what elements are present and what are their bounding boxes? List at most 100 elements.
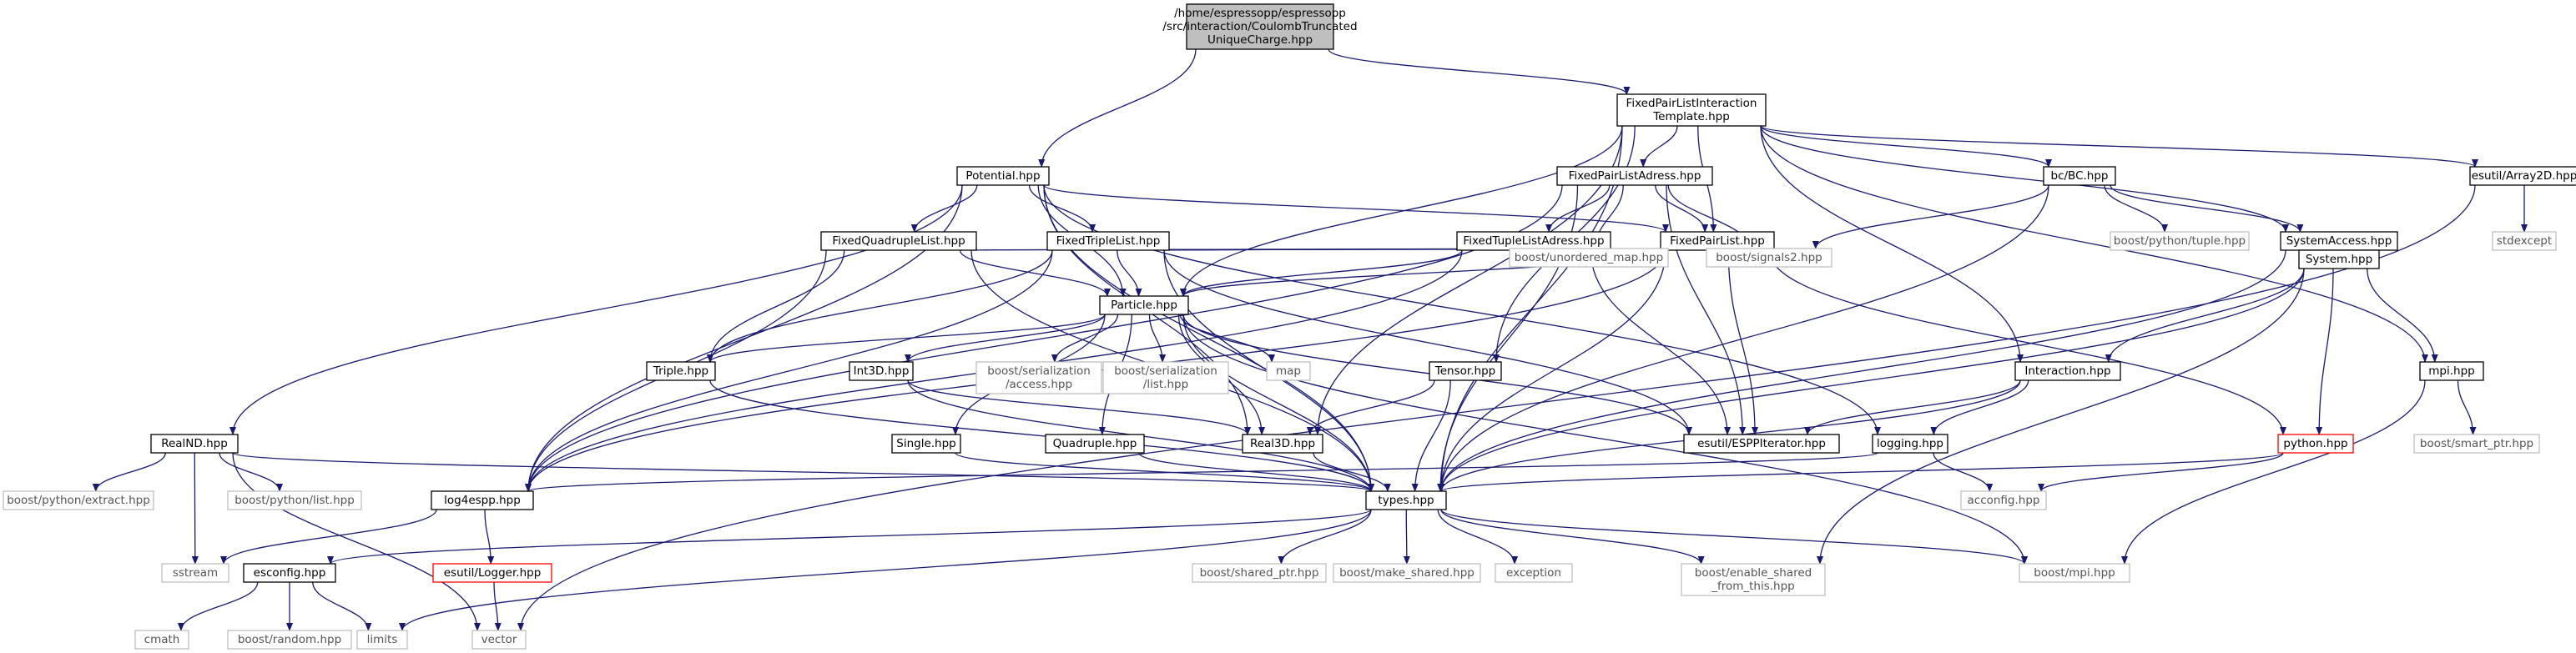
node-sysaccess[interactable]: SystemAccess.hpp	[2280, 231, 2398, 251]
node-triple-box	[646, 361, 716, 381]
node-single[interactable]: Single.hpp	[891, 434, 961, 454]
node-ftl[interactable]: FixedTripleList.hpp	[1046, 231, 1170, 251]
node-logger[interactable]: esutil/Logger.hpp	[432, 563, 552, 583]
node-umap-label: boost/unordered_map.hpp	[1515, 251, 1663, 264]
node-system-box	[2298, 249, 2380, 269]
node-fql-box	[820, 231, 977, 251]
node-triple[interactable]: Triple.hpp	[646, 361, 716, 381]
node-enableshared-box	[1681, 563, 1826, 596]
node-ftla[interactable]: FixedTupleListAdress.hpp	[1456, 231, 1611, 251]
node-random: boost/random.hpp	[227, 630, 352, 650]
node-log4espp[interactable]: log4espp.hpp	[431, 490, 534, 510]
edge-ftla-to-particle	[1180, 249, 1463, 297]
edge-bc-to-types	[1438, 184, 2049, 492]
node-log4espp-box	[431, 490, 534, 510]
node-esconfig-box	[243, 563, 336, 583]
node-system[interactable]: System.hpp	[2298, 249, 2380, 269]
node-espp_it[interactable]: esutil/ESPPIterator.hpp	[1683, 434, 1840, 454]
node-pylist-box	[227, 490, 362, 510]
edge-fplit-to-fpla	[1640, 125, 1678, 168]
node-types-box	[1365, 490, 1447, 510]
edge-particle-to-types	[1182, 314, 1374, 492]
node-limits: limits	[356, 630, 408, 650]
edge-system-to-types	[1438, 268, 2305, 492]
edge-system-to-interaction	[2105, 268, 2305, 363]
edge-real3d-to-types	[1313, 452, 1391, 492]
node-exception-label: exception	[1506, 566, 1561, 580]
node-signals2: boost/signals2.hpp	[1706, 248, 1832, 268]
node-bc-label: bc/BC.hpp	[2051, 169, 2109, 183]
node-esconfig[interactable]: esconfig.hpp	[243, 563, 336, 583]
node-fpl-label: FixedPairList.hpp	[1670, 234, 1765, 248]
edge-ftl-to-particle	[1117, 249, 1142, 297]
edge-logging-to-log4espp	[525, 452, 1878, 492]
node-map-label: map	[1276, 364, 1301, 378]
node-root[interactable]: /home/espressopp/espressopp/src/interact…	[1162, 3, 1358, 50]
node-array2d[interactable]: esutil/Array2D.hpp	[2469, 166, 2576, 186]
node-logging[interactable]: logging.hpp	[1872, 434, 1948, 454]
node-types[interactable]: types.hpp	[1365, 490, 1447, 510]
node-fpla[interactable]: FixedPairListAdress.hpp	[1556, 166, 1713, 186]
node-cmath: cmath	[134, 630, 189, 650]
node-real3d-box	[1242, 434, 1323, 454]
node-signals2-label: boost/signals2.hpp	[1716, 251, 1822, 264]
node-smartptr: boost/smart_ptr.hpp	[2413, 434, 2540, 454]
node-python[interactable]: python.hpp	[2277, 434, 2354, 454]
edge-fplit-to-bc	[1760, 125, 2052, 168]
node-quadruple[interactable]: Quadruple.hpp	[1045, 434, 1145, 454]
node-potential[interactable]: Potential.hpp	[956, 166, 1050, 186]
node-stdexcept-box	[2492, 231, 2557, 251]
node-enableshared-label: boost/enable_shared	[1695, 566, 1812, 580]
edge-types-to-esconfig	[327, 509, 1372, 565]
node-python-label: python.hpp	[2283, 437, 2347, 450]
node-esconfig-label: esconfig.hpp	[254, 566, 326, 580]
node-real3d[interactable]: Real3D.hpp	[1242, 434, 1323, 454]
edge-potential-to-realnd	[229, 184, 963, 435]
node-int3d-label: Int3D.hpp	[854, 364, 910, 378]
edge-potential-to-fpl	[1043, 184, 1669, 233]
node-int3d[interactable]: Int3D.hpp	[849, 361, 914, 381]
node-umap-box	[1509, 248, 1669, 268]
node-serlist-label: /list.hpp	[1143, 378, 1188, 391]
nodes-layer: /home/espressopp/espressopp/src/interact…	[3, 3, 2576, 650]
node-potential-box	[956, 166, 1050, 186]
node-single-box	[891, 434, 961, 454]
node-fql[interactable]: FixedQuadrupleList.hpp	[820, 231, 977, 251]
edge-realnd-to-pylist	[219, 452, 283, 492]
node-array2d-box	[2469, 166, 2576, 186]
node-fpl[interactable]: FixedPairList.hpp	[1660, 231, 1775, 251]
node-triple-label: Triple.hpp	[653, 364, 708, 378]
node-stdexcept-label: stdexcept	[2497, 234, 2552, 248]
node-quadruple-box	[1045, 434, 1145, 454]
edges-layer	[92, 48, 2528, 631]
edge-tensor-to-real3d	[1306, 379, 1435, 435]
node-logger-label: esutil/Logger.hpp	[444, 566, 542, 580]
edge-types-to-makeshared	[1403, 509, 1410, 565]
node-vector-label: vector	[481, 633, 517, 646]
node-acconfig-label: acconfig.hpp	[1968, 494, 2040, 507]
node-particle[interactable]: Particle.hpp	[1099, 295, 1189, 315]
node-sstream-box	[161, 563, 229, 583]
edge-ftla-to-espp_it	[1590, 249, 1732, 435]
node-cmath-label: cmath	[144, 633, 180, 646]
edge-realnd-to-vector	[232, 452, 481, 631]
node-bc[interactable]: bc/BC.hpp	[2043, 166, 2116, 186]
node-seraccess-label: boost/serialization	[987, 364, 1091, 378]
node-mpihpp[interactable]: mpi.hpp	[2419, 361, 2484, 381]
node-tensor[interactable]: Tensor.hpp	[1429, 361, 1502, 381]
node-mpihpp-box	[2419, 361, 2484, 381]
node-smartptr-box	[2413, 434, 2540, 454]
node-quadruple-label: Quadruple.hpp	[1053, 437, 1137, 450]
edge-logger-to-vector	[493, 581, 502, 631]
node-realnd[interactable]: RealND.hpp	[150, 434, 239, 454]
edge-realnd-to-sstream	[191, 452, 199, 565]
edge-realnd-to-types	[232, 452, 1374, 492]
edge-fplit-to-sysaccess	[1760, 125, 2289, 233]
node-python-box	[2277, 434, 2354, 454]
node-interaction[interactable]: Interaction.hpp	[2014, 361, 2121, 381]
node-particle-box	[1099, 295, 1189, 315]
node-fpla-box	[1556, 166, 1713, 186]
node-logger-box	[432, 563, 552, 583]
